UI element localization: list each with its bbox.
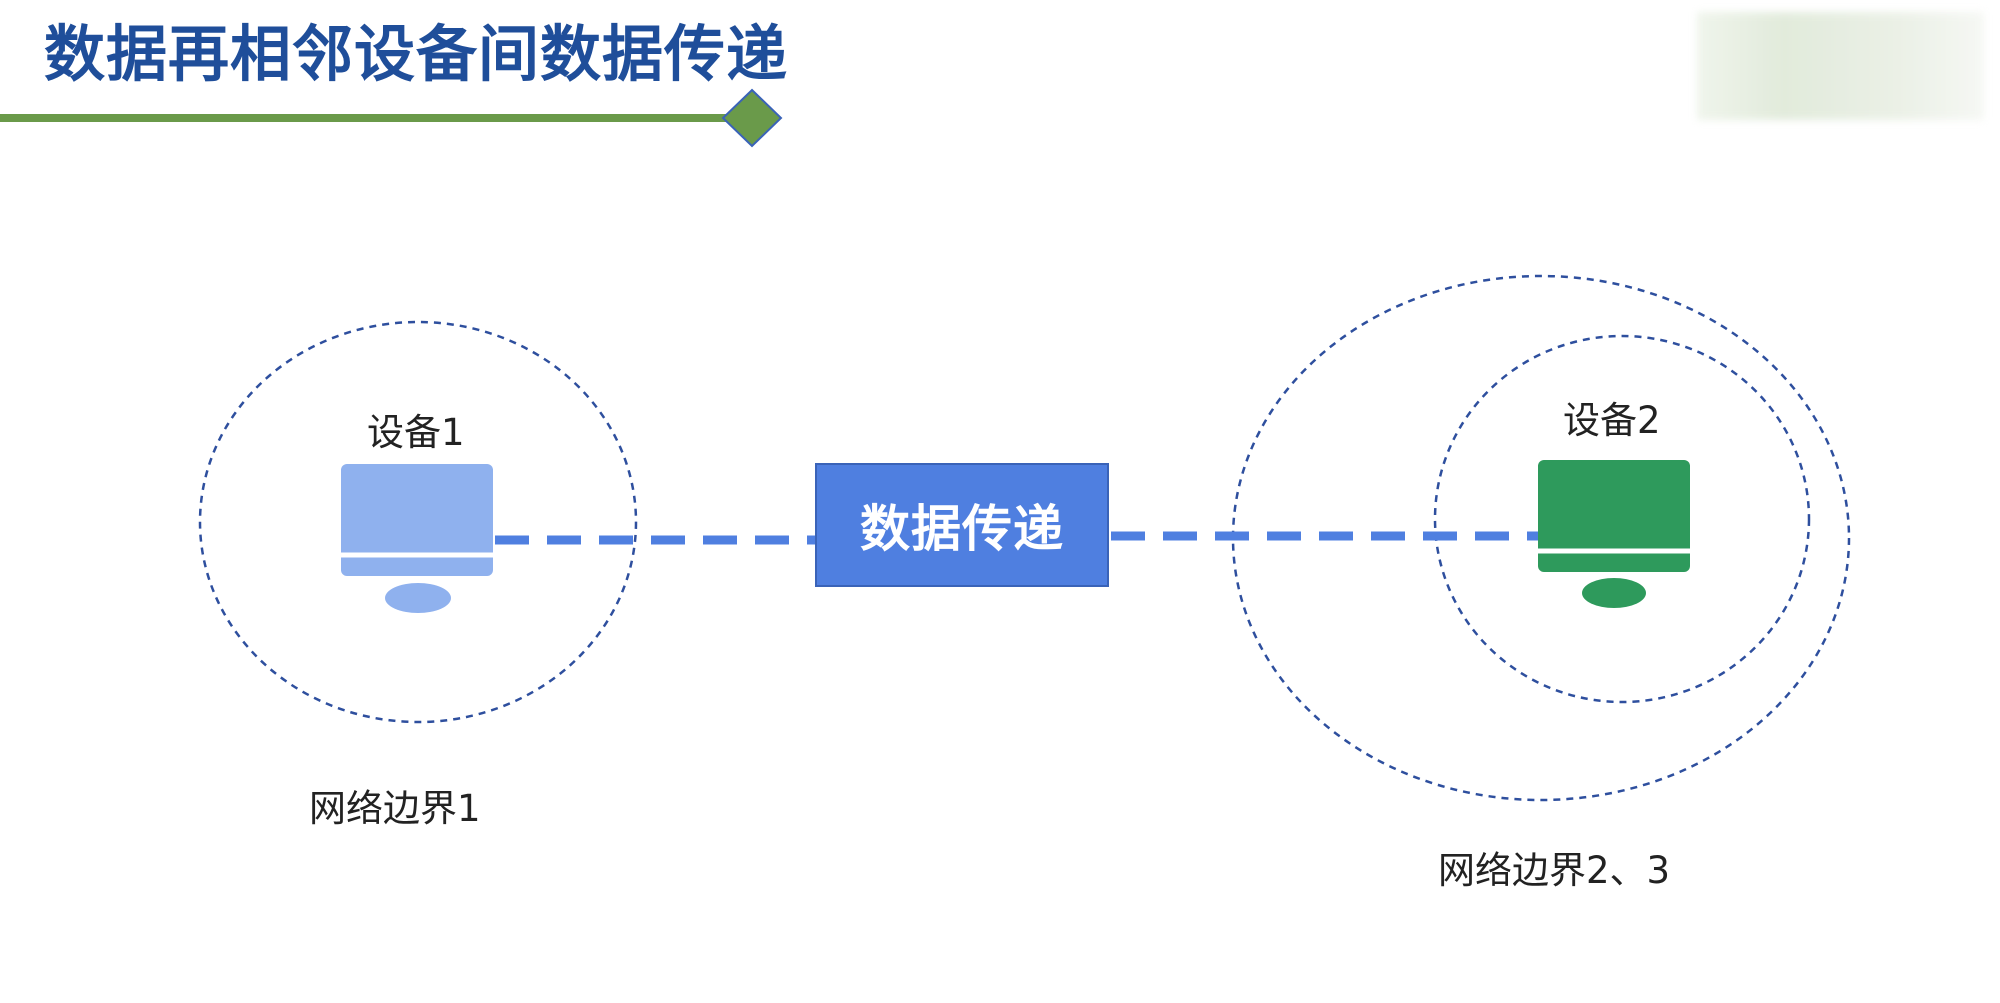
data-transfer-box: 数据传递 <box>815 463 1109 587</box>
network-boundary-1-circle <box>198 320 638 724</box>
slide-title: 数据再相邻设备间数据传递 <box>44 19 789 90</box>
watermark-logo <box>1697 12 1984 120</box>
header-diamond-icon <box>721 88 783 148</box>
data-transfer-label: 数据传递 <box>860 500 1064 558</box>
device1-computer-icon <box>341 464 493 613</box>
device2-label: 设备2 <box>1563 399 1661 442</box>
network-boundary-2-3-label: 网络边界2、3 <box>1438 849 1671 892</box>
network-boundary-2-circle <box>1433 334 1811 704</box>
device2-computer-icon <box>1538 460 1690 608</box>
device1-label: 设备1 <box>367 411 465 454</box>
network-boundary-3-circle <box>1231 274 1851 802</box>
network-boundary-1-label: 网络边界1 <box>309 787 481 830</box>
